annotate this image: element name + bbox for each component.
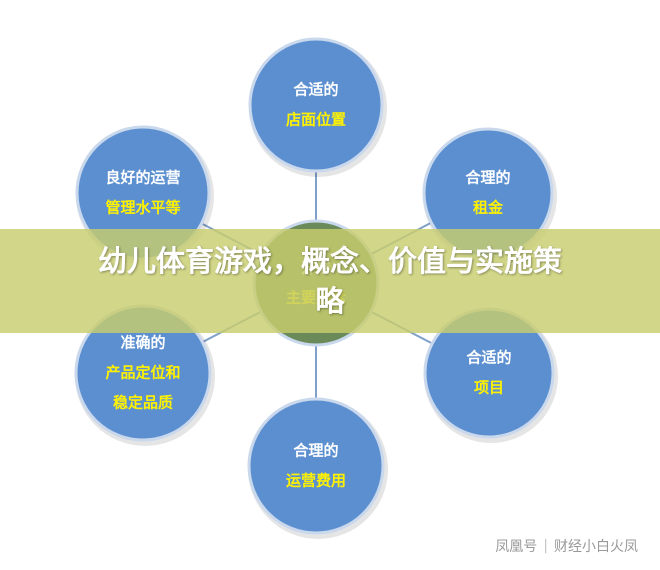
node-text-line-3: 稳定品质 [113,394,173,412]
title-banner: 幼儿体育游戏，概念、价值与实施策 略 [0,229,660,333]
node-text-line-2: 管理水平等 [105,199,180,217]
node-text-line-1: 合适的 [465,349,511,367]
node-text-line-2: 租金 [473,199,504,217]
node-text-line-1: 良好的运营 [105,169,180,187]
node-text-line-1: 合理的 [292,442,338,460]
node-text-line-2: 店面位置 [286,111,346,129]
node-text-line-2: 运营费用 [286,472,346,490]
node-circle-bottom [247,397,385,535]
node-circle-top [248,37,384,173]
banner-title-line-1: 幼儿体育游戏，概念、价值与实施策 [97,244,562,278]
node-text-line-1: 准确的 [120,334,165,352]
node-text-line-2: 项目 [474,379,504,397]
watermark: 凤凰号 | 财经小白火凤 [495,536,638,556]
watermark-source: 凤凰号 [495,539,538,555]
banner-title-line-2: 略 [315,284,345,318]
watermark-separator: | [543,538,548,554]
node-text-line-1: 合适的 [292,81,338,99]
node-text-line-2: 产品定位和 [105,364,180,382]
node-text-line-1: 合理的 [464,169,510,187]
outer-nodes: 合适的店面位置合理的租金合适的项目合理的运营费用准确的产品定位和稳定品质良好的运… [74,37,558,539]
watermark-author: 财经小白火凤 [554,539,638,555]
